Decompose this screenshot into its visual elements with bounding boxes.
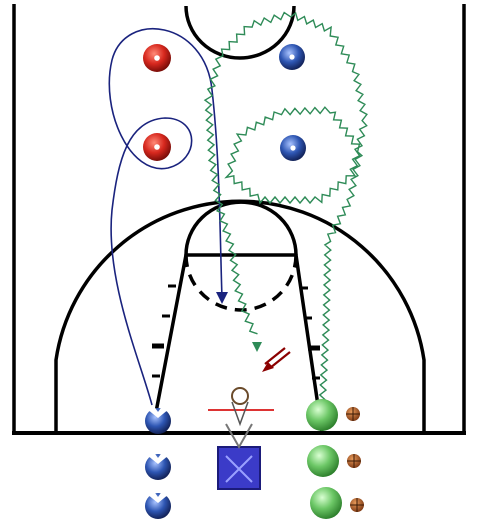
cut-path-arrowhead bbox=[216, 292, 228, 304]
ball-icon-3 bbox=[350, 498, 364, 512]
dribble-arrowhead bbox=[252, 342, 262, 352]
red-player-mid bbox=[143, 133, 171, 161]
blue-line-player-3 bbox=[145, 490, 171, 519]
red-player-top bbox=[143, 44, 171, 72]
ball-icon-2 bbox=[347, 454, 361, 468]
blue-line-player-2 bbox=[145, 451, 171, 480]
coach-figure-icon bbox=[217, 423, 261, 490]
free-throw-circle-bottom bbox=[184, 254, 298, 312]
blue-player-mid bbox=[280, 135, 306, 161]
players bbox=[143, 44, 306, 161]
cut-path bbox=[108, 28, 223, 406]
rim bbox=[231, 387, 249, 405]
green-line-player-3 bbox=[310, 487, 342, 519]
ball-icon-1 bbox=[346, 407, 360, 421]
blue-player-top bbox=[279, 44, 305, 70]
top-circle bbox=[184, 5, 296, 60]
green-line bbox=[306, 399, 364, 519]
court-lines bbox=[12, 4, 466, 435]
basket bbox=[208, 387, 274, 427]
net bbox=[231, 401, 249, 427]
screen-arrow bbox=[262, 347, 291, 372]
green-line-player-2 bbox=[307, 445, 339, 477]
blue-line-player-1 bbox=[145, 405, 171, 434]
key-lane bbox=[150, 253, 324, 434]
green-line-player-1 bbox=[306, 399, 338, 431]
block-marks bbox=[152, 284, 320, 380]
free-throw-circle-top bbox=[184, 200, 298, 256]
blue-line bbox=[145, 405, 171, 519]
dribble-path bbox=[203, 11, 368, 411]
